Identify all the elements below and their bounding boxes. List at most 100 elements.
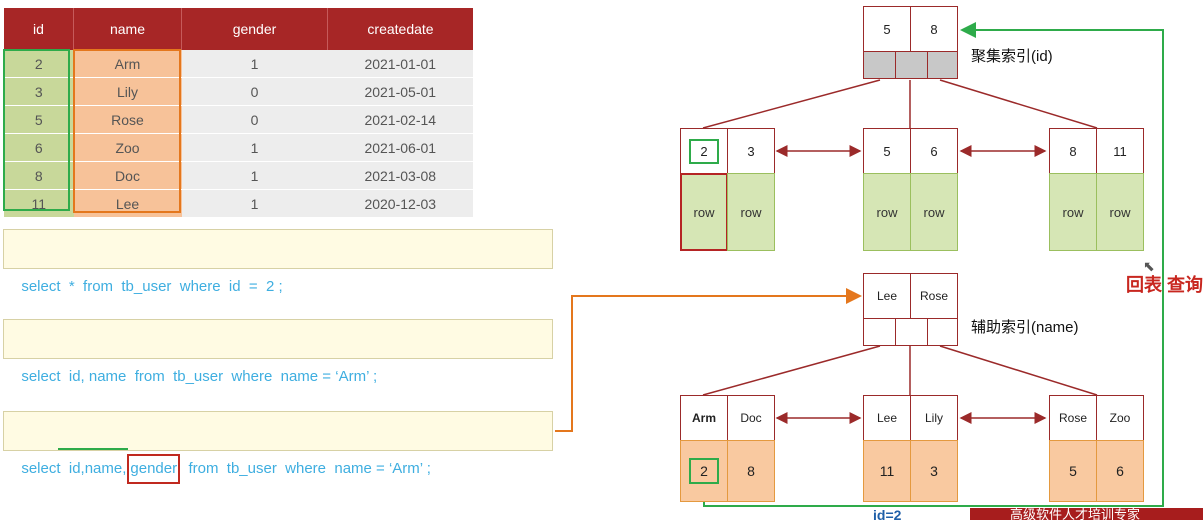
table-row: 8 Doc 1 2021-03-08: [4, 161, 473, 190]
clustered-leaf-1-rows: row row: [680, 173, 775, 251]
col-header-name: name: [73, 8, 182, 50]
secondary-leaf-key: Arm: [680, 395, 728, 441]
clustered-leaf-key: 11: [1096, 128, 1144, 174]
table-row: 11 Lee 1 2020-12-03: [4, 189, 473, 217]
sql-query-1: select * from tb_user where id = 2 ;: [3, 229, 553, 295]
sql-query-2: select id, name from tb_user where name …: [3, 319, 553, 385]
name-column-highlight: [73, 49, 181, 213]
secondary-leaf-key: Rose: [1049, 395, 1097, 441]
cell-id: 8: [4, 161, 74, 190]
secondary-branch-right: [939, 345, 1098, 396]
cell-gender: 1: [181, 133, 328, 162]
clustered-leaf-key: 5: [863, 128, 911, 174]
table-row: 6 Zoo 1 2021-06-01: [4, 133, 473, 162]
secondary-leaf-key: Doc: [727, 395, 775, 441]
clustered-leaf-key: 2: [680, 128, 728, 174]
cell-createdate: 2021-01-01: [327, 50, 473, 78]
cell-gender: 1: [181, 50, 328, 78]
footer-banner-text: 高级软件人才培训专家: [1010, 508, 1141, 520]
back-query-label: 回表 查询: [1126, 275, 1203, 295]
secondary-leaf-1-ids: 2 8: [680, 440, 775, 502]
clustered-leaf-key: 8: [1049, 128, 1097, 174]
user-table: id name gender createdate 2 Arm 1 2021-0…: [4, 8, 473, 217]
clustered-root-key: 5: [863, 6, 911, 52]
id-data-highlight: 2: [689, 458, 719, 484]
row-data-cell: row: [863, 173, 911, 251]
cell-id: 11: [4, 189, 74, 217]
covering-columns-underline: [58, 448, 128, 450]
secondary-index-label: 辅助索引(name): [971, 319, 1079, 336]
cell-id: 5: [4, 105, 74, 134]
clustered-leaf-key-highlight: 2: [689, 138, 719, 164]
gender-column-highlight: gender: [127, 454, 181, 484]
secondary-leaf-3-ids: 5 6: [1049, 440, 1144, 502]
id-column-highlight: [3, 49, 70, 211]
clustered-root-pointers: [863, 51, 958, 79]
sql-query-3-suffix: from tb_user where name = ‘Arm’ ;: [180, 460, 431, 477]
id-eq-label: id=2: [873, 507, 902, 523]
clustered-leaf-2: 5 6: [863, 128, 958, 174]
clustered-root-node: 5 8: [863, 6, 958, 52]
sql-query-2-text: select id, name from tb_user where name …: [21, 368, 378, 385]
cell-gender: 0: [181, 105, 328, 134]
secondary-root-key: Rose: [910, 273, 958, 319]
id-data-cell: 8: [727, 440, 775, 502]
secondary-root-pointers: [863, 318, 958, 346]
cell-name: Doc: [73, 161, 182, 190]
cell-id: 6: [4, 133, 74, 162]
cell-createdate: 2021-05-01: [327, 77, 473, 106]
mouse-cursor-icon: ⬉: [1143, 258, 1155, 274]
row-data-cell: row: [1096, 173, 1144, 251]
footer-banner: 高级软件人才培训专家: [970, 508, 1203, 520]
secondary-leaf-3: Rose Zoo: [1049, 395, 1144, 441]
cell-gender: 0: [181, 77, 328, 106]
secondary-leaf-key: Zoo: [1096, 395, 1144, 441]
secondary-leaf-2-ids: 11 3: [863, 440, 958, 502]
table-row: 2 Arm 1 2021-01-01: [4, 50, 473, 78]
clustered-leaf-2-rows: row row: [863, 173, 958, 251]
cell-name: Rose: [73, 105, 182, 134]
secondary-root-node: Lee Rose: [863, 273, 958, 319]
sql-query-3: select id,name,gender from tb_user where…: [3, 411, 553, 484]
cell-id: 3: [4, 77, 74, 106]
cell-name: Lily: [73, 77, 182, 106]
cell-name: Arm: [73, 50, 182, 78]
query-to-secondary-arrow: [555, 288, 862, 432]
col-header-id: id: [4, 8, 74, 50]
cell-createdate: 2020-12-03: [327, 189, 473, 217]
cell-gender: 1: [181, 161, 328, 190]
cell-id: 2: [4, 50, 74, 78]
row-data-cell: row: [910, 173, 958, 251]
secondary-leaf-key: Lee: [863, 395, 911, 441]
clustered-leaf-3: 8 11: [1049, 128, 1144, 174]
clustered-root-key: 8: [910, 6, 958, 52]
cell-createdate: 2021-06-01: [327, 133, 473, 162]
col-header-createdate: createdate: [327, 8, 473, 50]
row-data-cell: row: [1049, 173, 1097, 251]
clustered-leaf-1: 2 3: [680, 128, 775, 174]
secondary-leaf-1: Arm Doc: [680, 395, 775, 441]
id-data-cell: 11: [863, 440, 911, 502]
id-data-cell: 5: [1049, 440, 1097, 502]
id-data-cell: 6: [1096, 440, 1144, 502]
table-row: 5 Rose 0 2021-02-14: [4, 105, 473, 134]
cell-gender: 1: [181, 189, 328, 217]
clustered-leaf-key: 3: [727, 128, 775, 174]
secondary-leaf-2: Lee Lily: [863, 395, 958, 441]
secondary-root-key: Lee: [863, 273, 911, 319]
id-data-cell: 2: [680, 440, 728, 502]
row-data-cell: row: [680, 173, 728, 251]
clustered-index-label: 聚集索引(id): [971, 48, 1053, 65]
row-data-cell: row: [727, 173, 775, 251]
cell-createdate: 2021-02-14: [327, 105, 473, 134]
clustered-leaf-3-rows: row row: [1049, 173, 1144, 251]
sql-query-3-prefix: select id,name,: [21, 460, 127, 477]
secondary-branch-left: [702, 345, 881, 396]
cell-createdate: 2021-03-08: [327, 161, 473, 190]
cell-name: Zoo: [73, 133, 182, 162]
clustered-branch-left: [702, 79, 881, 129]
table-row: 3 Lily 0 2021-05-01: [4, 77, 473, 106]
clustered-leaf-key: 6: [910, 128, 958, 174]
sql-query-1-text: select * from tb_user where id = 2 ;: [21, 278, 283, 295]
